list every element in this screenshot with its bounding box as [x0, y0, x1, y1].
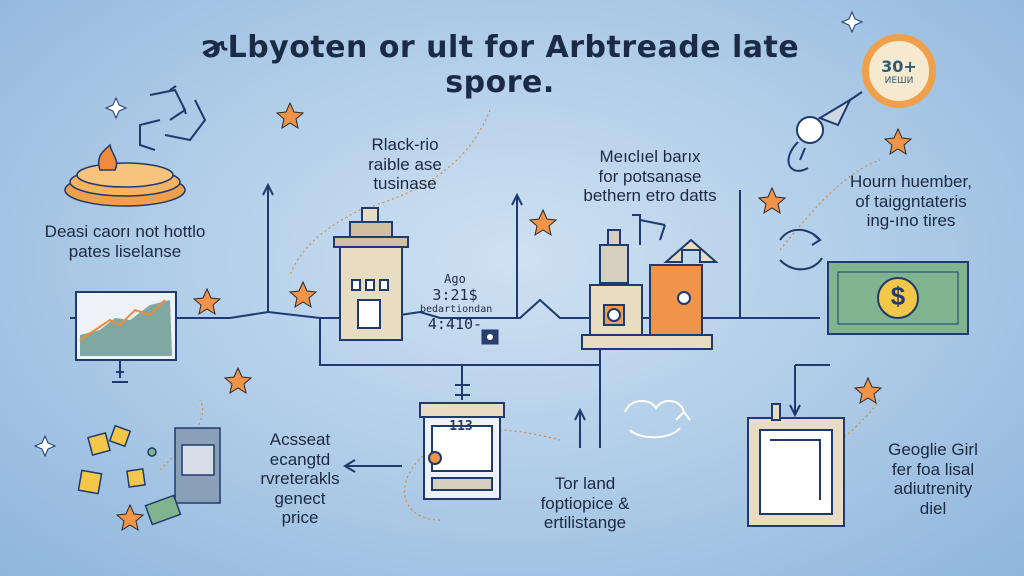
label-line: Hourn huember, — [850, 172, 972, 191]
star-icon — [528, 208, 558, 237]
label-top-left: Deasi caorı not hottlo pates liselanse — [20, 222, 230, 261]
sparkle-icons — [33, 10, 864, 458]
star-icon — [192, 287, 222, 316]
label-bottom-right: Geoglie Girl fer foa lisal adiutrenity d… — [858, 440, 1008, 518]
label-line: Rlack-rio — [371, 135, 439, 154]
label-line: ecangtd — [269, 449, 331, 469]
note-line: Ago — [444, 272, 466, 286]
dollar-icon: $ — [890, 281, 906, 311]
label-line: genect — [274, 488, 326, 508]
badge-caption: ИЕШИ — [884, 75, 914, 86]
label-line: ertilistange — [543, 513, 627, 533]
sparkle-icon — [33, 434, 57, 458]
star-icon — [288, 280, 318, 309]
sparkle-icon — [840, 10, 864, 34]
note-badge-icon — [481, 329, 499, 345]
star-icon — [275, 101, 305, 130]
badge-count: 30+ — [881, 56, 917, 76]
label-line: Deasi caorı not hottlo — [44, 222, 206, 241]
notes-block: Ago 3:21$ bedartiondan 4:410- — [420, 272, 493, 333]
label-line: ing-ıno tires — [866, 211, 956, 231]
swirl-arrows-icon-right — [779, 228, 823, 271]
star-icon — [883, 127, 913, 156]
page-title: ɚLbyoten or ult for Arbtreade late spore… — [200, 30, 800, 100]
count-badge: 30+ ИЕШИ — [862, 34, 936, 108]
note-line: 4:410- — [427, 315, 483, 333]
label-upper-mid-left: Rlack-rio raible ase tusinase — [340, 135, 470, 194]
label-bottom-mid: Tor land foptiopice & ertilistange — [520, 474, 650, 533]
label-upper-mid-right: Meıclıel barıx for potsanase bethern etr… — [560, 147, 740, 206]
line-chart-illustration — [75, 291, 177, 383]
notice-board-illustration — [419, 402, 505, 500]
board-number: 113 — [449, 419, 473, 434]
note-line: 3:21$ — [432, 286, 478, 304]
label-line: for potsanase — [598, 166, 702, 186]
rocket-compass-icon — [787, 91, 863, 172]
office-building-illustration — [333, 207, 409, 341]
scattered-notes-illustration — [77, 424, 221, 526]
money-bill-illustration — [827, 261, 969, 335]
star-icon — [757, 186, 787, 215]
label-top-right: Hourn huember, of taiggntateris ing-ıno … — [826, 172, 996, 231]
pancake-stack-illustration — [64, 143, 186, 207]
label-line: foptiopice & — [540, 493, 630, 513]
star-icon — [223, 366, 253, 395]
label-line: Acsseat — [269, 430, 331, 449]
lab-factory-illustration — [581, 214, 719, 350]
loop-arrows-icon — [624, 400, 691, 439]
label-line: fer foa lisal — [891, 459, 975, 479]
note-line: bedartiondan — [420, 304, 493, 315]
label-line: Geoglie Girl — [888, 440, 978, 459]
sparkle-icon — [104, 96, 128, 120]
label-line: diel — [919, 498, 947, 518]
label-line: tusinase — [373, 174, 437, 194]
label-line: of taiggntateris — [855, 191, 967, 211]
label-line: Tor land — [554, 474, 616, 493]
star-icons — [115, 101, 913, 532]
star-icon — [853, 376, 883, 405]
label-line: pates liselanse — [68, 241, 182, 261]
label-line: bethern etro datts — [583, 186, 717, 206]
label-line: Meıclıel barıx — [599, 147, 701, 166]
framed-picture-illustration — [747, 403, 845, 527]
label-line: price — [281, 508, 319, 528]
swirl-arrows-icon — [139, 85, 207, 151]
star-icon — [115, 503, 145, 532]
label-line: rvreterakls — [260, 469, 340, 489]
label-line: raible ase — [368, 154, 442, 174]
label-line: adiutrenity — [893, 479, 973, 499]
label-bottom-left: Acsseat ecangtd rvreterakls genect price — [240, 430, 360, 528]
